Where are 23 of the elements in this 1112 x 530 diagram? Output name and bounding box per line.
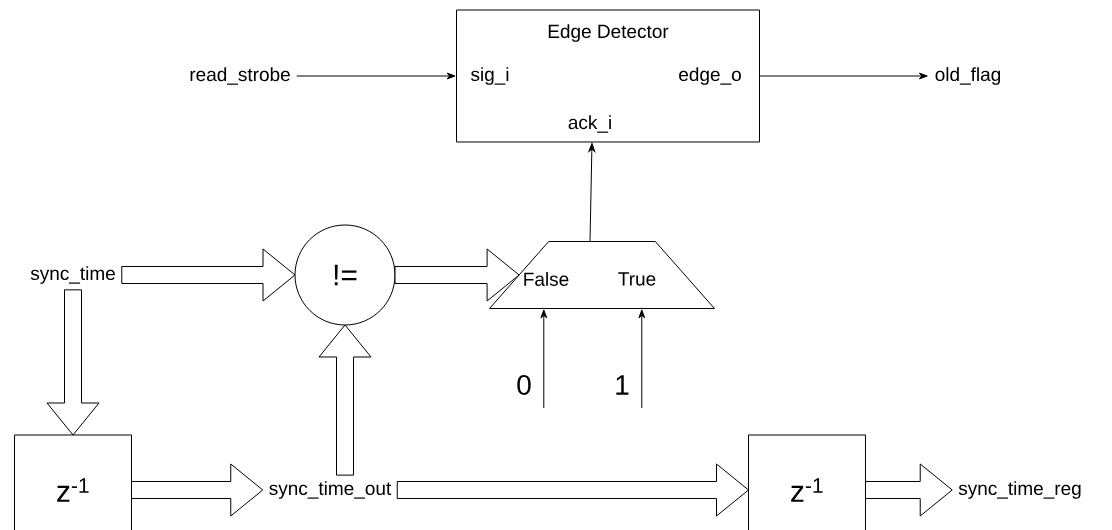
constant-label: 1 <box>616 375 629 395</box>
arrow <box>759 72 928 80</box>
block-arrow <box>121 248 296 302</box>
arrow <box>638 309 646 409</box>
multiplexer-trapezoid: False True <box>489 241 715 309</box>
delay-block: z$^{-1}$ <box>748 434 866 530</box>
block-arrow <box>865 463 953 517</box>
block-arrow <box>131 463 264 517</box>
constant-label: 0 <box>517 375 531 395</box>
signal-label: old_flag <box>935 67 1000 85</box>
delay-block: z$^{-1}$ <box>14 434 132 530</box>
signal-label: sync_time_out <box>269 481 392 499</box>
block-arrow <box>396 463 749 517</box>
signal-label: sync_time_reg <box>958 481 1081 499</box>
edge-detector-block: Edge Detector sig_i edge_o ack_i <box>456 9 760 143</box>
block-arrow <box>46 289 100 436</box>
signal-label: sync_time <box>30 266 115 284</box>
signal-label: read_strobe <box>190 67 290 85</box>
block-arrow <box>318 324 372 476</box>
arrow <box>588 142 596 242</box>
block-arrow <box>394 248 520 302</box>
arrow <box>540 309 548 409</box>
arrow <box>296 72 456 80</box>
